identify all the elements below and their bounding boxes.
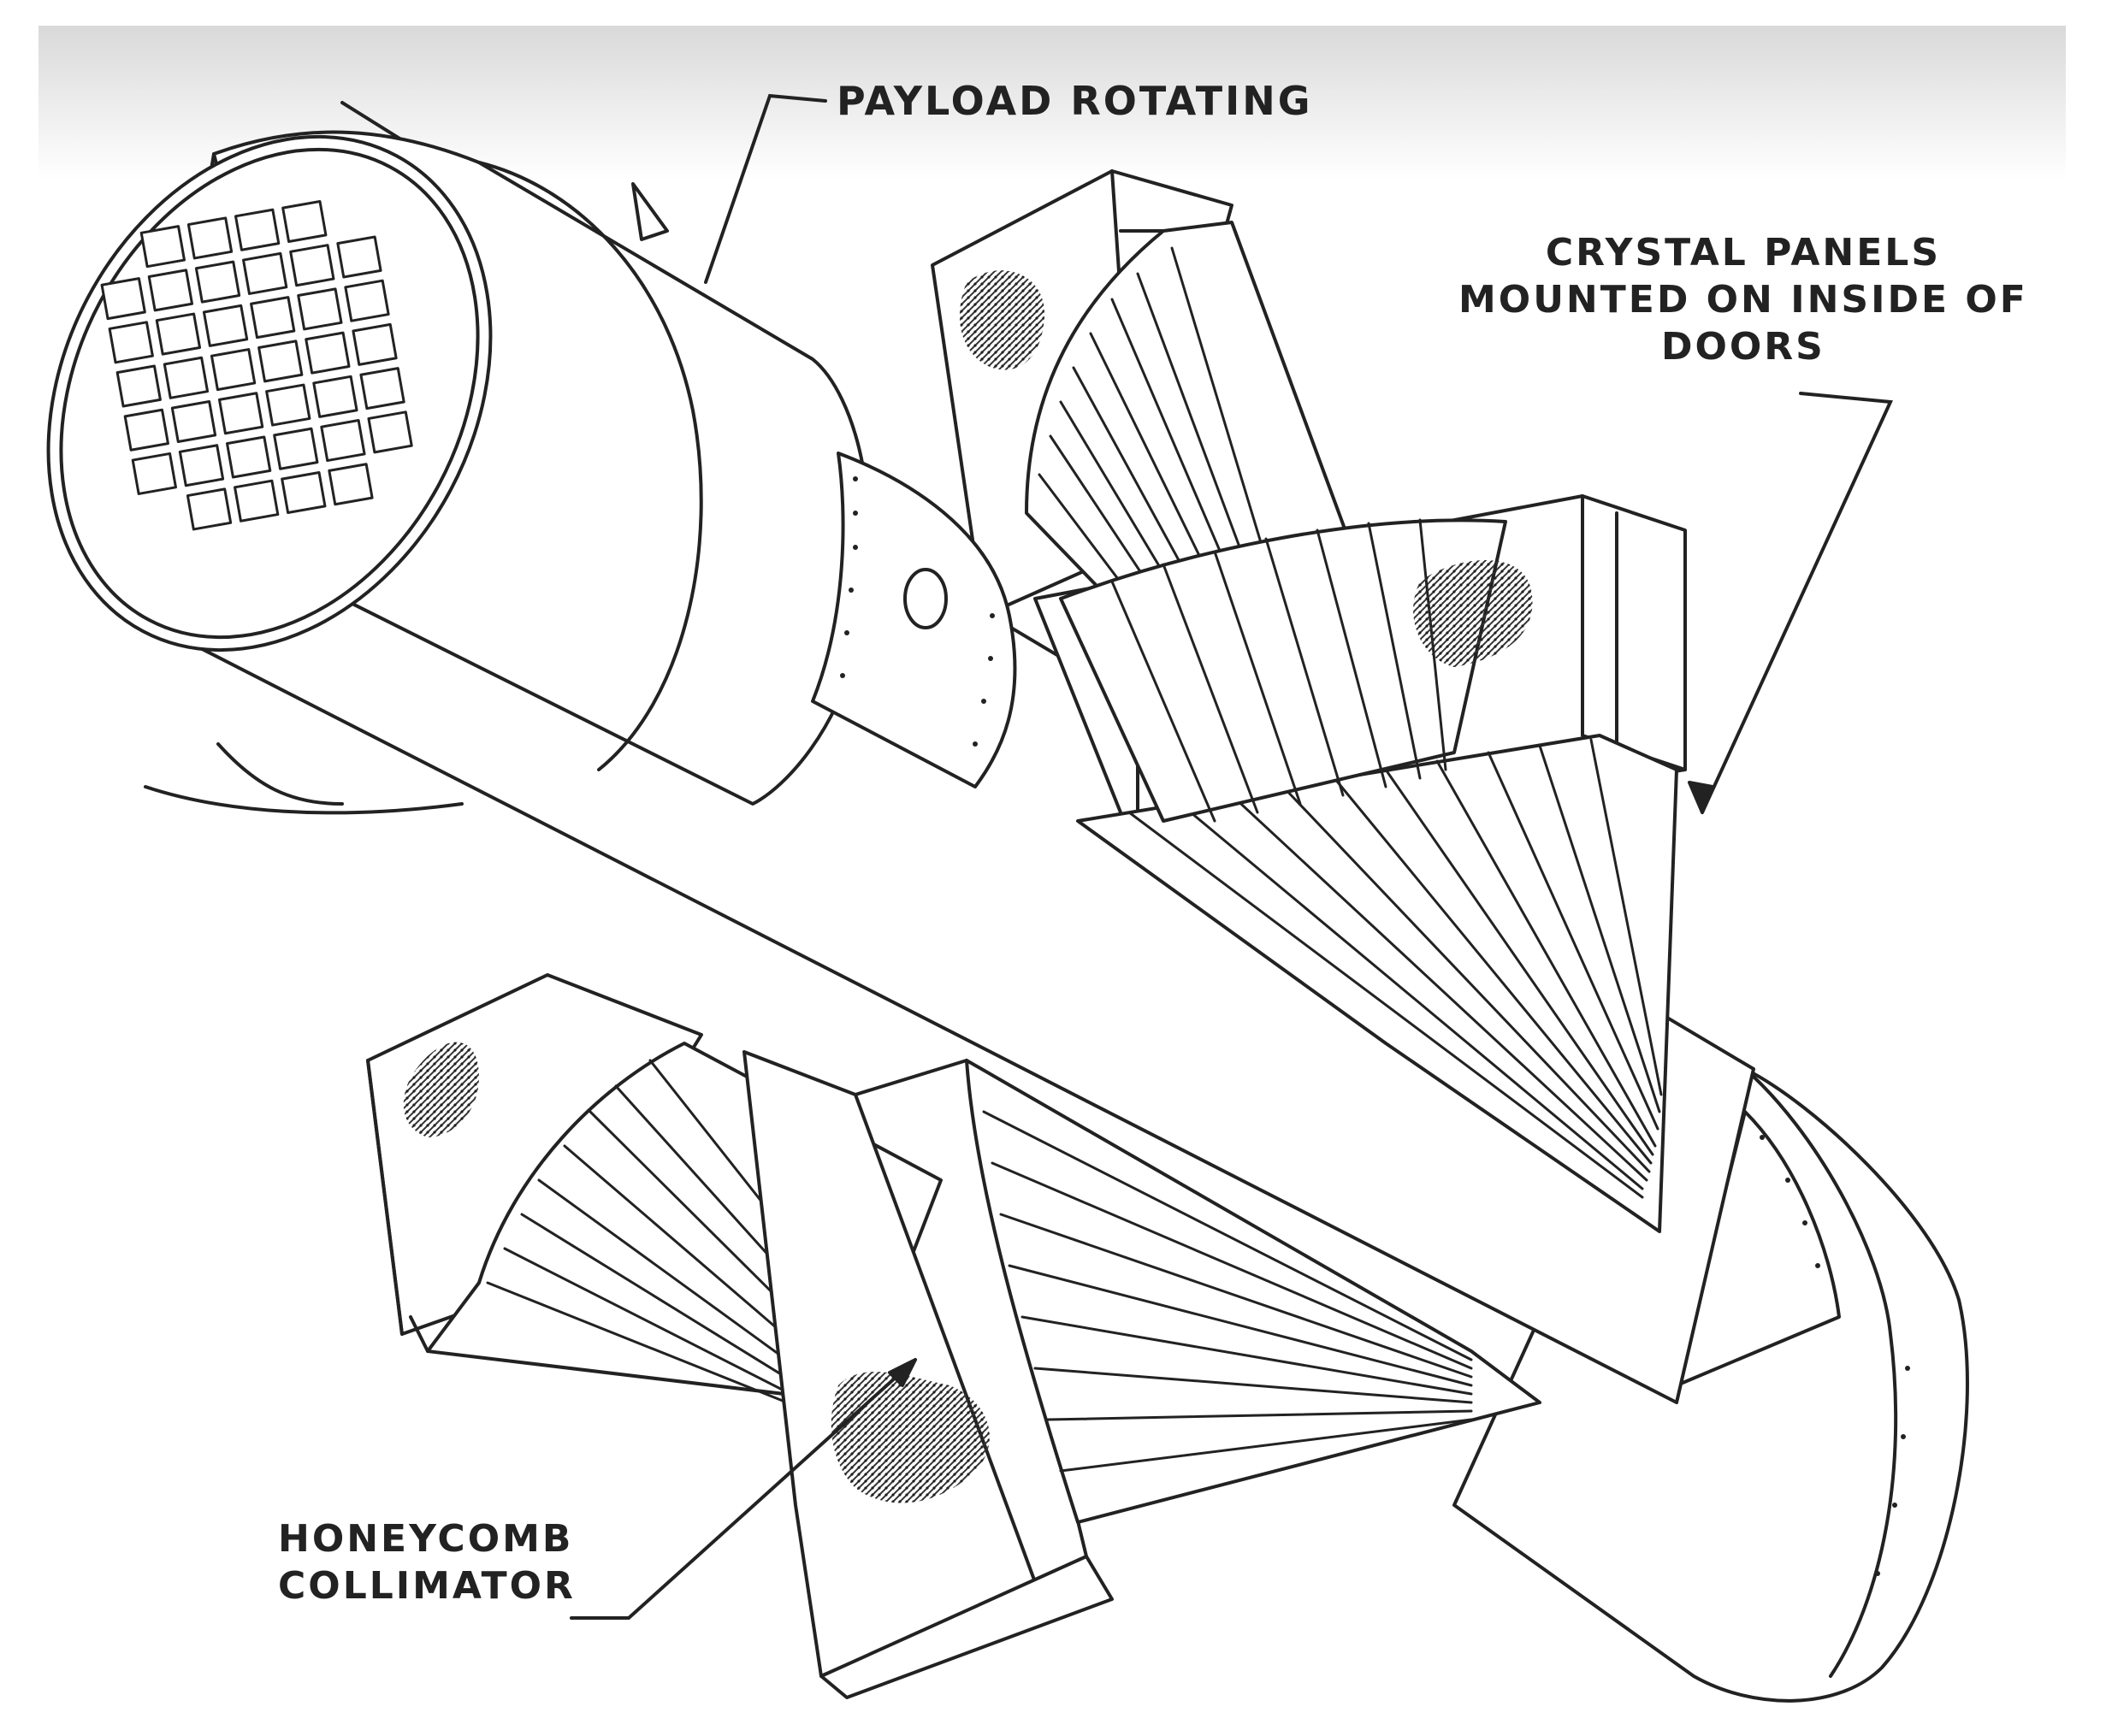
rivets bbox=[840, 476, 1910, 1576]
honeycomb-line-2: COLLIMATOR bbox=[278, 1564, 576, 1608]
access-port bbox=[903, 568, 948, 629]
honeycomb-line-1: HONEYCOMB bbox=[278, 1517, 574, 1561]
crystal-panels-arrowhead bbox=[1688, 781, 1714, 814]
rotation-arc bbox=[144, 785, 464, 815]
crystal-panels-label: CRYSTAL PANELS MOUNTED ON INSIDE OF DOOR… bbox=[1458, 229, 2028, 370]
rear-end-panel bbox=[1675, 1110, 1841, 1387]
payload-rotating-leader bbox=[704, 93, 827, 284]
honeycomb-patches bbox=[403, 270, 1533, 1503]
payload-rotating-label: PAYLOAD ROTATING bbox=[837, 77, 1312, 127]
honeycomb-leader bbox=[570, 1358, 917, 1620]
payload-rotation-arrow bbox=[631, 182, 669, 241]
cylinder-rear-end bbox=[1452, 1033, 1969, 1703]
crystal-fan-right bbox=[1076, 734, 1678, 1233]
door-right-upper-fan bbox=[1059, 518, 1507, 823]
payload-rotating-text: PAYLOAD ROTATING bbox=[837, 78, 1313, 124]
riveted-band-panel bbox=[811, 452, 1017, 788]
door-lower-center bbox=[742, 1050, 1114, 1699]
crystal-panels-line-1: CRYSTAL PANELS bbox=[1545, 231, 1942, 275]
crystal-panels-line-3: DOORS bbox=[1660, 325, 1825, 369]
fan-ribs-lower-center bbox=[982, 1110, 1473, 1473]
fan-ribs-right-upper bbox=[1110, 518, 1447, 823]
callout-arrowheads bbox=[631, 182, 1714, 1387]
honeycomb-collimator-label: HONEYCOMB COLLIMATOR bbox=[278, 1515, 576, 1609]
honeycomb-arrowhead bbox=[888, 1358, 917, 1387]
fan-ribs-right bbox=[1127, 738, 1663, 1199]
crystal-panels-line-2: MOUNTED ON INSIDE OF bbox=[1458, 278, 2028, 322]
crystal-panels-leader bbox=[1701, 392, 1893, 814]
detector-array bbox=[100, 199, 413, 531]
callout-leaders bbox=[570, 93, 1893, 1620]
